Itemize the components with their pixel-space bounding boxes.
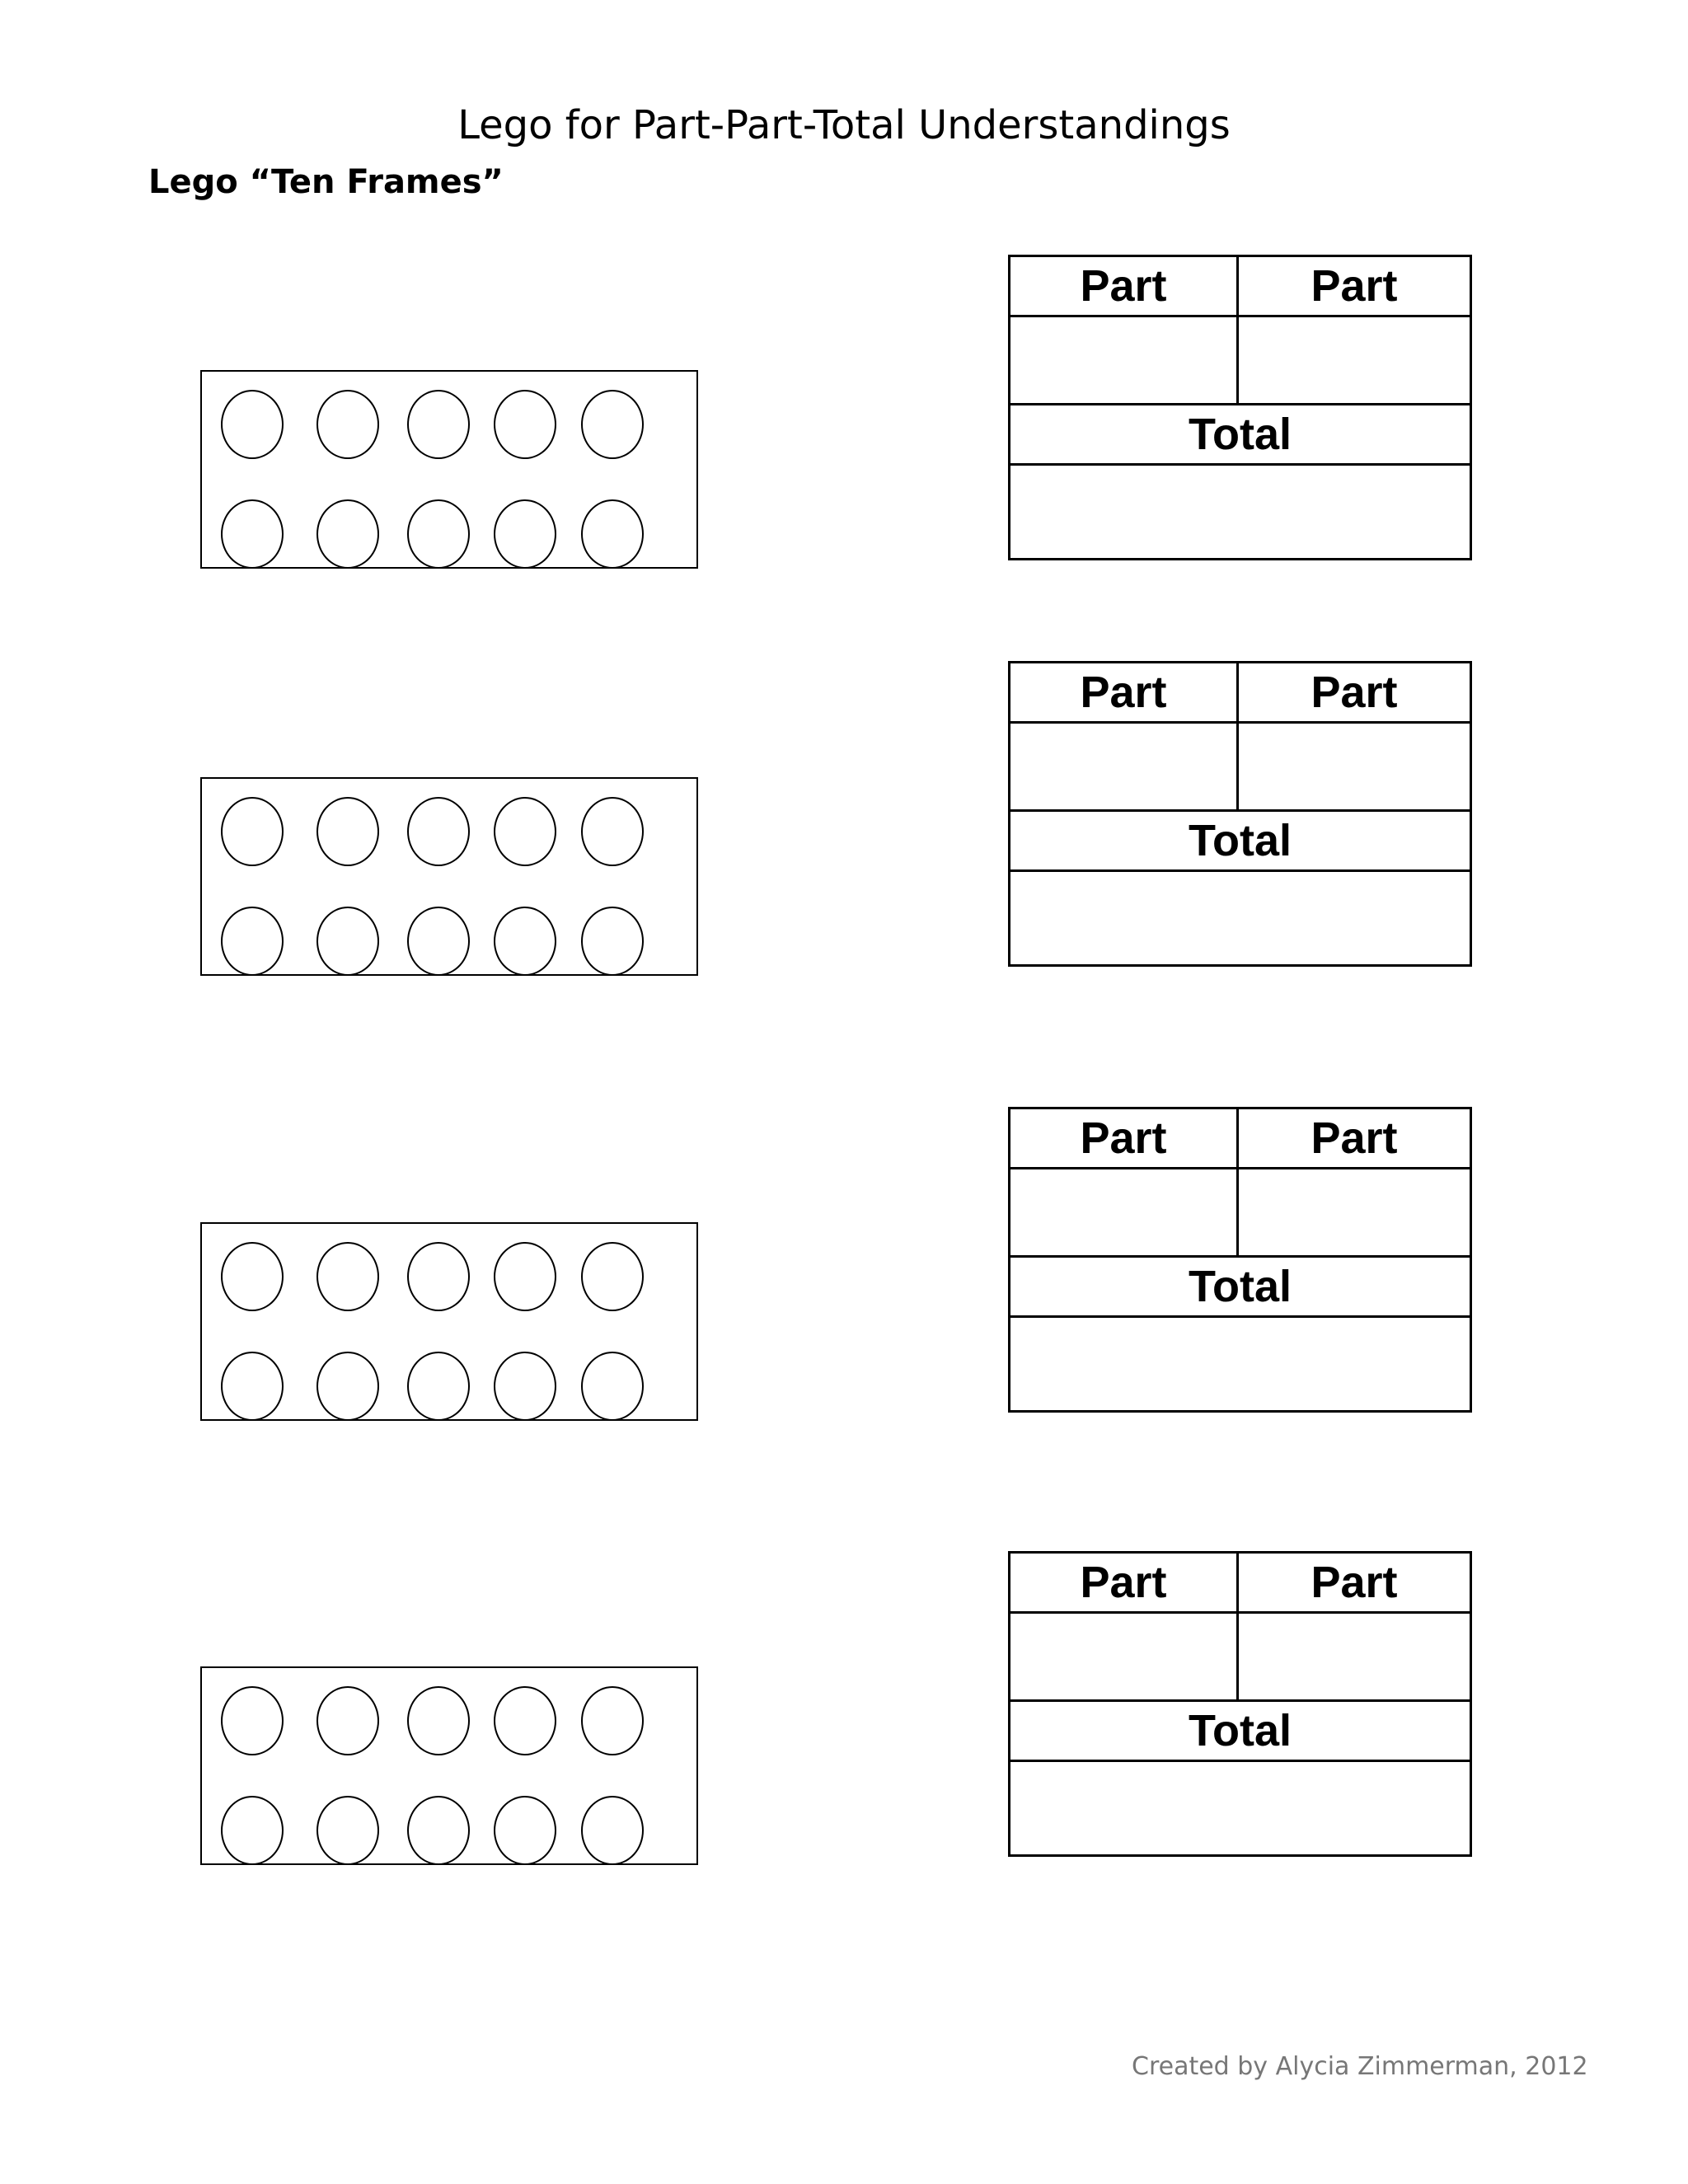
ten-frame-circle (221, 1352, 284, 1421)
ten-frame-circle (221, 1242, 284, 1311)
footer-credit: Created by Alycia Zimmerman, 2012 (1132, 2052, 1588, 2081)
ten-frame-circle (581, 797, 644, 866)
lego-ten-frame (200, 777, 698, 976)
ten-frame-circle (316, 1686, 379, 1755)
page-title: Lego for Part-Part-Total Understandings (457, 102, 1231, 148)
ten-frame-circle (316, 499, 379, 569)
part-header: Part (1239, 257, 1470, 317)
ten-frame-circle (316, 1796, 379, 1865)
total-answer-cell[interactable] (1010, 1318, 1470, 1410)
ten-frame-circle (407, 797, 470, 866)
ten-frame-circle (494, 390, 556, 459)
part-part-total-table: Part Part Total (1008, 255, 1472, 560)
ten-frame-circle (581, 1352, 644, 1421)
ten-frame-circle (221, 390, 284, 459)
total-answer-cell[interactable] (1010, 466, 1470, 558)
ten-frame-circle (494, 499, 556, 569)
section-heading: Lego “Ten Frames” (148, 163, 504, 201)
ten-frame-circle (494, 1352, 556, 1421)
ten-frame-circle (221, 1686, 284, 1755)
ten-frame-circle (494, 1796, 556, 1865)
ten-frame-circle (221, 907, 284, 976)
ten-frame-circle (316, 1352, 379, 1421)
part-answer-cell[interactable] (1010, 317, 1239, 405)
part-header: Part (1239, 1109, 1470, 1169)
part-answer-cell[interactable] (1239, 1614, 1470, 1702)
part-header: Part (1010, 663, 1239, 724)
ten-frame-circle (494, 797, 556, 866)
ten-frame-circle (581, 1796, 644, 1865)
part-answer-cell[interactable] (1239, 1169, 1470, 1258)
part-header: Part (1239, 1554, 1470, 1614)
ten-frame-circle (581, 907, 644, 976)
total-header: Total (1010, 405, 1470, 466)
part-part-total-table: Part Part Total (1008, 1551, 1472, 1857)
total-header: Total (1010, 1702, 1470, 1762)
total-header: Total (1010, 1258, 1470, 1318)
ten-frame-circle (407, 1796, 470, 1865)
ten-frame-circle (494, 907, 556, 976)
total-answer-cell[interactable] (1010, 872, 1470, 964)
ten-frame-circle (494, 1686, 556, 1755)
ten-frame-circle (407, 1686, 470, 1755)
lego-ten-frame (200, 1222, 698, 1421)
ten-frame-circle (316, 907, 379, 976)
ten-frame-circle (581, 499, 644, 569)
ten-frame-circle (316, 1242, 379, 1311)
part-header: Part (1010, 1109, 1239, 1169)
part-part-total-table: Part Part Total (1008, 1107, 1472, 1413)
ten-frame-circle (316, 797, 379, 866)
lego-ten-frame (200, 1666, 698, 1865)
part-header: Part (1010, 257, 1239, 317)
ten-frame-circle (407, 390, 470, 459)
part-answer-cell[interactable] (1010, 1169, 1239, 1258)
part-answer-cell[interactable] (1010, 1614, 1239, 1702)
ten-frame-circle (407, 1352, 470, 1421)
part-part-total-table: Part Part Total (1008, 661, 1472, 967)
ten-frame-circle (221, 1796, 284, 1865)
ten-frame-circle (407, 499, 470, 569)
ten-frame-circle (221, 797, 284, 866)
ten-frame-circle (316, 390, 379, 459)
ten-frame-circle (407, 1242, 470, 1311)
part-answer-cell[interactable] (1010, 724, 1239, 812)
ten-frame-circle (221, 499, 284, 569)
ten-frame-circle (581, 390, 644, 459)
ten-frame-circle (581, 1242, 644, 1311)
lego-ten-frame (200, 370, 698, 569)
total-answer-cell[interactable] (1010, 1762, 1470, 1854)
ten-frame-circle (581, 1686, 644, 1755)
total-header: Total (1010, 812, 1470, 872)
part-answer-cell[interactable] (1239, 724, 1470, 812)
part-header: Part (1239, 663, 1470, 724)
part-header: Part (1010, 1554, 1239, 1614)
part-answer-cell[interactable] (1239, 317, 1470, 405)
ten-frame-circle (494, 1242, 556, 1311)
ten-frame-circle (407, 907, 470, 976)
